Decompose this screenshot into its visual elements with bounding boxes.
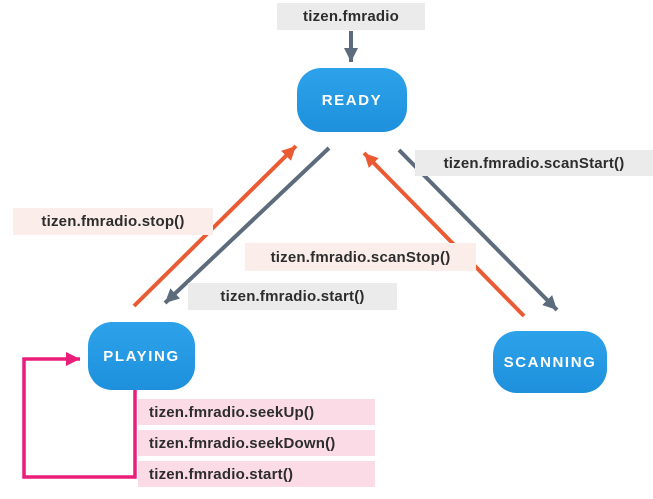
transition-label-loop-start: tizen.fmradio.start(): [138, 461, 375, 487]
scan-stop-arrow: [362, 151, 526, 318]
playing-self-loop-arrow: [22, 352, 137, 479]
transition-label-loop-start-text: tizen.fmradio.start(): [149, 465, 294, 483]
transition-label-scan-stop-text: tizen.fmradio.scanStop(): [270, 248, 451, 266]
transition-label-scan-start-text: tizen.fmradio.scanStart(): [443, 154, 625, 172]
transition-label-seek-down: tizen.fmradio.seekDown(): [138, 430, 375, 456]
transition-label-seek-down-text: tizen.fmradio.seekDown(): [149, 434, 336, 452]
state-scanning-label: SCANNING: [503, 353, 597, 371]
state-playing-label: PLAYING: [103, 347, 180, 365]
transition-label-scan-stop: tizen.fmradio.scanStop(): [245, 243, 476, 271]
start-arrow: [163, 146, 331, 305]
entry-api-label: tizen.fmradio: [277, 3, 425, 30]
state-playing: PLAYING: [88, 322, 195, 390]
transition-label-seek-up: tizen.fmradio.seekUp(): [138, 399, 375, 425]
transition-label-stop-text: tizen.fmradio.stop(): [41, 213, 185, 230]
transition-label-stop: tizen.fmradio.stop(): [13, 208, 213, 235]
state-ready-label: READY: [321, 91, 383, 109]
transition-label-seek-up-text: tizen.fmradio.seekUp(): [149, 403, 315, 421]
entry-api-label-text: tizen.fmradio: [303, 8, 399, 25]
transition-label-scan-start: tizen.fmradio.scanStart(): [415, 150, 653, 176]
scan-start-arrow: [397, 148, 559, 312]
state-ready: READY: [297, 68, 407, 132]
state-scanning: SCANNING: [493, 331, 607, 393]
transition-label-start-text: tizen.fmradio.start(): [220, 288, 365, 305]
transition-label-start: tizen.fmradio.start(): [188, 283, 397, 310]
stop-arrow: [132, 144, 298, 308]
